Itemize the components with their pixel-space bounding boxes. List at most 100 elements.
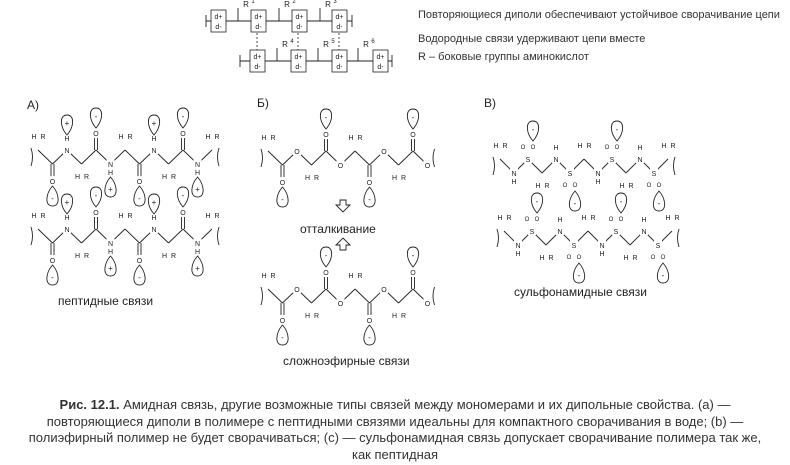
oxygen-334: O xyxy=(657,183,662,189)
h-atom-390: H xyxy=(623,255,628,262)
polymer-bracket-228 xyxy=(260,286,263,306)
panel-c-label: сульфонамидные связи xyxy=(514,285,647,299)
label-bg-192 xyxy=(293,146,301,155)
dipole-box-33 xyxy=(331,49,348,73)
r-group-257: R xyxy=(314,313,319,320)
oxygen-319: O xyxy=(563,183,568,189)
dipole-lobe-268 xyxy=(363,324,376,346)
backbone-117 xyxy=(37,228,53,244)
dipole-sign-146: + xyxy=(65,198,70,207)
dipole-box-9 xyxy=(291,9,308,33)
dipole-sign-220: - xyxy=(368,195,371,204)
r-group-148: R xyxy=(84,253,89,260)
polymer-bracket-279 xyxy=(492,156,495,176)
r-group-310: R xyxy=(502,143,507,150)
r-group-370: R xyxy=(506,215,511,222)
panel-b-letter: Б) xyxy=(257,96,269,110)
dipole-sign-389: - xyxy=(620,197,623,206)
hetero-atom-364: S xyxy=(614,229,619,236)
dipole-box-6 xyxy=(250,9,267,33)
label-bg-71 xyxy=(193,159,202,168)
oxygen-326: O xyxy=(605,145,610,151)
dipole-sign-92: + xyxy=(108,185,113,194)
dipole-plus-28: d+ xyxy=(254,54,262,61)
h-atom-369: H xyxy=(497,215,502,222)
h-atom-113: H xyxy=(205,134,210,141)
dipole-lobe-212 xyxy=(319,108,333,130)
dipole-sign-153: - xyxy=(95,191,98,200)
r-group-208: R xyxy=(314,175,319,182)
r-group-114: R xyxy=(214,134,219,141)
dipole-box-3 xyxy=(210,9,227,33)
label-bg-245 xyxy=(380,284,388,293)
backbone-126 xyxy=(168,228,184,244)
h-atom-316: H xyxy=(535,183,540,190)
oxygen-151: O xyxy=(93,210,99,217)
dipole-minus-8: d- xyxy=(255,24,262,31)
dipole-sign-102: + xyxy=(152,119,157,128)
backbone-120 xyxy=(81,228,97,244)
label-bg-293 xyxy=(510,168,518,177)
label-bg-361 xyxy=(598,240,606,249)
r-group-168: R xyxy=(171,253,176,260)
dipole-sign-89: - xyxy=(95,112,98,121)
legend-hbonds: Водородные связи удерживают цепи вместе xyxy=(418,33,646,45)
polymer-bracket-115 xyxy=(30,226,33,246)
polymer-bracket-179 xyxy=(260,148,263,168)
label-bg-365 xyxy=(640,226,648,235)
oxygen-372: O xyxy=(525,217,530,223)
dipole-lobe-219 xyxy=(363,186,376,208)
r-group-331: R xyxy=(628,183,633,190)
dipole-lobe-314 xyxy=(526,120,540,142)
dipole-lobe-91 xyxy=(104,176,117,198)
label-bg-363 xyxy=(612,226,620,235)
r-group-94: R xyxy=(127,134,132,141)
label-bg-353 xyxy=(514,240,522,249)
h-atom-93: H xyxy=(118,134,123,141)
r-group-104: R xyxy=(171,174,176,181)
dipole-sign-227: - xyxy=(412,113,415,122)
r-group-398: R xyxy=(674,215,679,222)
polymer-bracket-280 xyxy=(673,156,676,176)
r-group-84: R xyxy=(84,174,89,181)
dipole-lobe-155 xyxy=(104,255,117,277)
h-atom-330: H xyxy=(619,183,624,190)
hetero-atom-193: O xyxy=(294,149,300,156)
dipole-lobe-328 xyxy=(610,120,624,142)
oxygen-380: O xyxy=(577,255,582,261)
dipole-sign-143: - xyxy=(51,273,54,282)
label-bg-69 xyxy=(150,145,158,154)
dipole-minus-29: d- xyxy=(254,64,261,71)
h-atom-309: H xyxy=(493,143,498,150)
r-label-16: R xyxy=(243,0,249,9)
dipole-box-27 xyxy=(249,49,266,73)
oxygen-333: O xyxy=(647,183,652,189)
dipole-minus-5: d- xyxy=(215,24,222,31)
label-bg-129 xyxy=(63,224,71,233)
dipole-lobe-172 xyxy=(176,186,190,208)
oxygen-225: O xyxy=(410,132,416,139)
panel-a-label: пептидные связи xyxy=(58,294,154,308)
r-sup-47: 6 xyxy=(371,39,375,45)
r-group-264: R xyxy=(357,273,362,280)
r-group-377: R xyxy=(548,255,553,262)
oxygen-274: O xyxy=(410,270,416,277)
hetero-atom-296: S xyxy=(526,157,531,164)
label-bg-367 xyxy=(654,240,662,249)
hetero-atom-300: S xyxy=(568,171,573,178)
dipole-sign-276: - xyxy=(412,251,415,260)
dipole-lobe-108 xyxy=(176,107,190,129)
h-atom-323: H xyxy=(577,143,582,150)
h-atom-177: H xyxy=(205,213,210,220)
polymer-bracket-52 xyxy=(217,147,220,167)
polymer-bracket-116 xyxy=(217,226,220,246)
label-bg-133 xyxy=(150,224,158,233)
dipole-lobe-98 xyxy=(133,185,146,207)
oxygen-379: O xyxy=(567,255,572,261)
backbone-190 xyxy=(398,150,414,166)
label-bg-241 xyxy=(293,284,301,293)
r-group-215: R xyxy=(357,135,362,142)
oxygen-77: O xyxy=(50,179,56,186)
